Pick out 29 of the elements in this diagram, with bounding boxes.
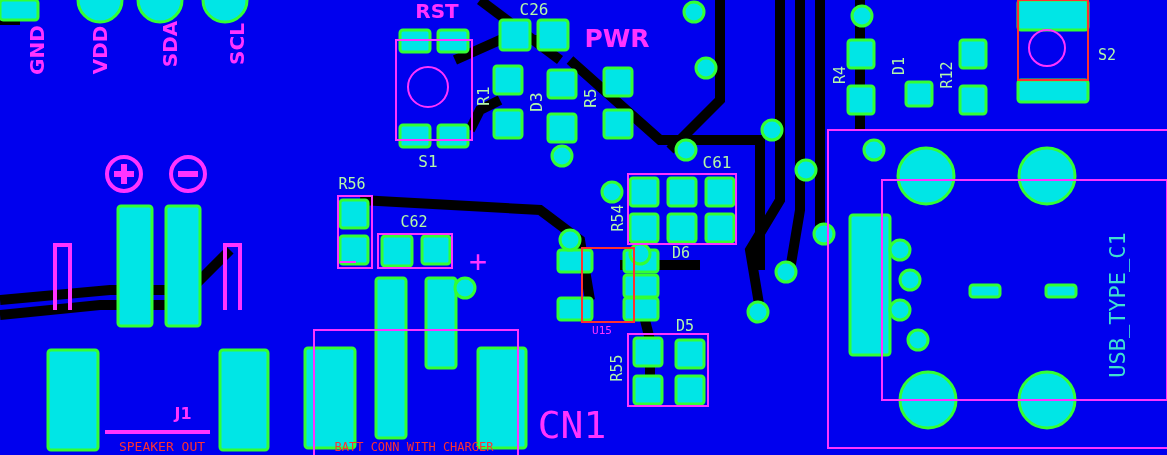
silkscreen-label: USB_TYPE_C1 — [1107, 232, 1129, 378]
silkscreen-label: R56 — [338, 176, 366, 192]
silkscreen-label: + — [468, 247, 488, 277]
silkscreen-label: D5 — [675, 318, 695, 334]
silkscreen-label: SDA — [160, 20, 180, 68]
silkscreen-label: R12 — [939, 61, 955, 89]
silkscreen-label: SPEAKER OUT — [118, 439, 206, 453]
silkscreen-label: C62 — [400, 214, 428, 230]
silkscreen-label: C26 — [519, 2, 549, 18]
silkscreen-label: PWR — [584, 25, 650, 51]
silkscreen-label: U15 — [592, 324, 612, 336]
silkscreen-label: GND — [27, 25, 47, 75]
silkscreen-label: R5 — [583, 88, 599, 108]
silkscreen-label: CN1 — [537, 406, 607, 444]
silkscreen-label: D1 — [891, 56, 907, 76]
silkscreen-label: VDD — [90, 25, 110, 75]
silkscreen-label: C61 — [702, 155, 732, 171]
silkscreen-label: S1 — [418, 154, 438, 170]
silkscreen-label: S2 — [1097, 47, 1117, 63]
silkscreen-label: R4 — [832, 65, 848, 85]
silkscreen-label: J1 — [174, 406, 192, 422]
silkscreen-label: R1 — [476, 86, 492, 106]
silkscreen-label: RST — [415, 1, 459, 21]
silkscreen-label: BATT CONN WITH CHARGER — [334, 441, 494, 453]
silkscreen-label: SCL — [227, 23, 247, 65]
silkscreen-label: R54 — [610, 204, 626, 232]
silkscreen-label: R55 — [609, 354, 625, 382]
silkscreen-label: D3 — [529, 92, 545, 112]
silkscreen-label: D6 — [671, 245, 691, 261]
